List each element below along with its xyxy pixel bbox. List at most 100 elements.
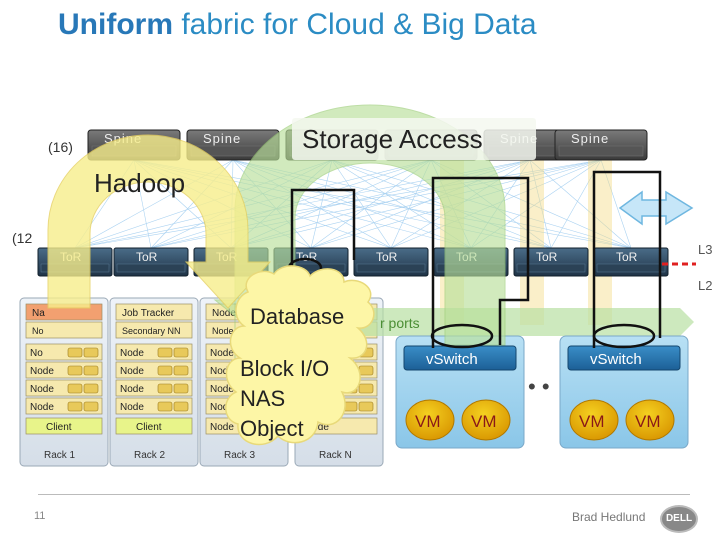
layer-l2-label: L2 (698, 278, 712, 293)
rack-head-label: Na (32, 308, 45, 319)
rack-head-label: Job Tracker (122, 308, 175, 319)
vm-circle (405, 399, 455, 441)
disk-icon (83, 365, 99, 376)
disk-icon (173, 365, 189, 376)
rack-node-slot (25, 397, 103, 415)
vswitch-label: vSwitch (426, 351, 478, 368)
spine-count: (16) (48, 139, 73, 155)
database-label: Database (250, 304, 344, 329)
spine-ports (558, 145, 644, 157)
rack-node-slot (115, 379, 193, 397)
rack-second-slot (115, 321, 193, 339)
tor-switch: ToR (113, 247, 189, 277)
hadoop-label: Hadoop (94, 168, 185, 198)
flow-paths (287, 170, 662, 349)
storage-access-label: Storage Access (302, 124, 483, 154)
rack-node-label: Node (120, 384, 144, 395)
disk-icon (358, 401, 374, 412)
rack-node-label: Node (30, 366, 54, 377)
rack-node-label: Node (210, 366, 234, 377)
title-rest: fabric for Cloud & Big Data (173, 8, 537, 41)
disk-icon (157, 383, 173, 394)
disk-icon (67, 383, 83, 394)
spine-label: Spine (203, 131, 241, 146)
fabric-link (74, 159, 602, 249)
rack-node-slot (115, 397, 193, 415)
vm-label: VM (635, 412, 661, 431)
fabric-link (550, 159, 602, 249)
rack-node-label: Node (30, 384, 54, 395)
vm-label: VM (579, 412, 605, 431)
tor-label: ToR (616, 250, 638, 264)
rack-node-label: Node (120, 348, 144, 359)
storage-access-label-box: Storage Access (292, 118, 536, 160)
tor-label: ToR (376, 250, 398, 264)
disk-icon (67, 347, 83, 358)
rack-node-label: Node (120, 366, 144, 377)
rack-node-label: Node (210, 384, 234, 395)
rack-node-slot (25, 361, 103, 379)
rack-node-label: No (30, 348, 43, 359)
disk-icon (173, 401, 189, 412)
tor-switch: ToR (353, 247, 429, 277)
rack-node-slot (115, 343, 193, 361)
rack-second-label: No (32, 326, 44, 336)
rack-node-label: Node (210, 402, 234, 413)
rack-node-label: Node (120, 402, 144, 413)
double-arrow-icon (618, 190, 694, 226)
tor-ports (116, 263, 186, 273)
server-ports-banner: r ports (360, 308, 694, 336)
rack-head-slot (115, 303, 193, 321)
vm-circle (569, 399, 619, 441)
rack-client-label: Node (210, 422, 234, 433)
rack-second-label: Node (212, 326, 234, 336)
slide-number: 11 (34, 510, 46, 522)
disk-icon (358, 383, 374, 394)
disk-icon (67, 401, 83, 412)
rack-node-slot (25, 379, 103, 397)
tor-switch: ToR (593, 247, 669, 277)
rack-node-slot (25, 343, 103, 361)
author-name: Brad Hedlund (572, 510, 646, 524)
hadoop-arch (47, 134, 272, 309)
rack-name: Rack 1 (44, 450, 76, 461)
disk-icon (83, 347, 99, 358)
fabric-link (600, 159, 632, 249)
vm-circle (625, 399, 675, 441)
layer-l3-label: L3 (698, 242, 712, 257)
rack-second-label: Secondary NN (122, 326, 181, 336)
fabric-link (529, 159, 552, 249)
disk-icon (157, 365, 173, 376)
rack-node-label: Node (30, 402, 54, 413)
rack-node-label: Node (210, 348, 234, 359)
disk-icon (67, 365, 83, 376)
spine-label: Spine (571, 131, 609, 146)
slide-title: Uniform fabric for Cloud & Big Data (58, 8, 537, 42)
fabric-link (310, 159, 432, 249)
tor-count: (12 (12, 230, 32, 246)
vm-label: VM (415, 412, 441, 431)
fabric-link (331, 159, 392, 249)
tor-ports (596, 263, 666, 273)
vm-circle (461, 399, 511, 441)
vm-label: VM (471, 412, 497, 431)
tor-ports (516, 263, 586, 273)
server-ports-label: r ports (380, 315, 420, 331)
disk-icon (358, 365, 374, 376)
storage-protocol-label: Object (240, 416, 304, 441)
rack-name: Rack 2 (134, 450, 166, 461)
rack-client-label: Client (46, 422, 72, 433)
disk-icon (173, 347, 189, 358)
storage-protocol-label: NAS (240, 386, 285, 411)
fabric-link (529, 159, 632, 249)
rack-second-slot (25, 321, 103, 339)
spine-switch: Spine (554, 129, 648, 161)
rack-client-label: Client (136, 422, 162, 433)
